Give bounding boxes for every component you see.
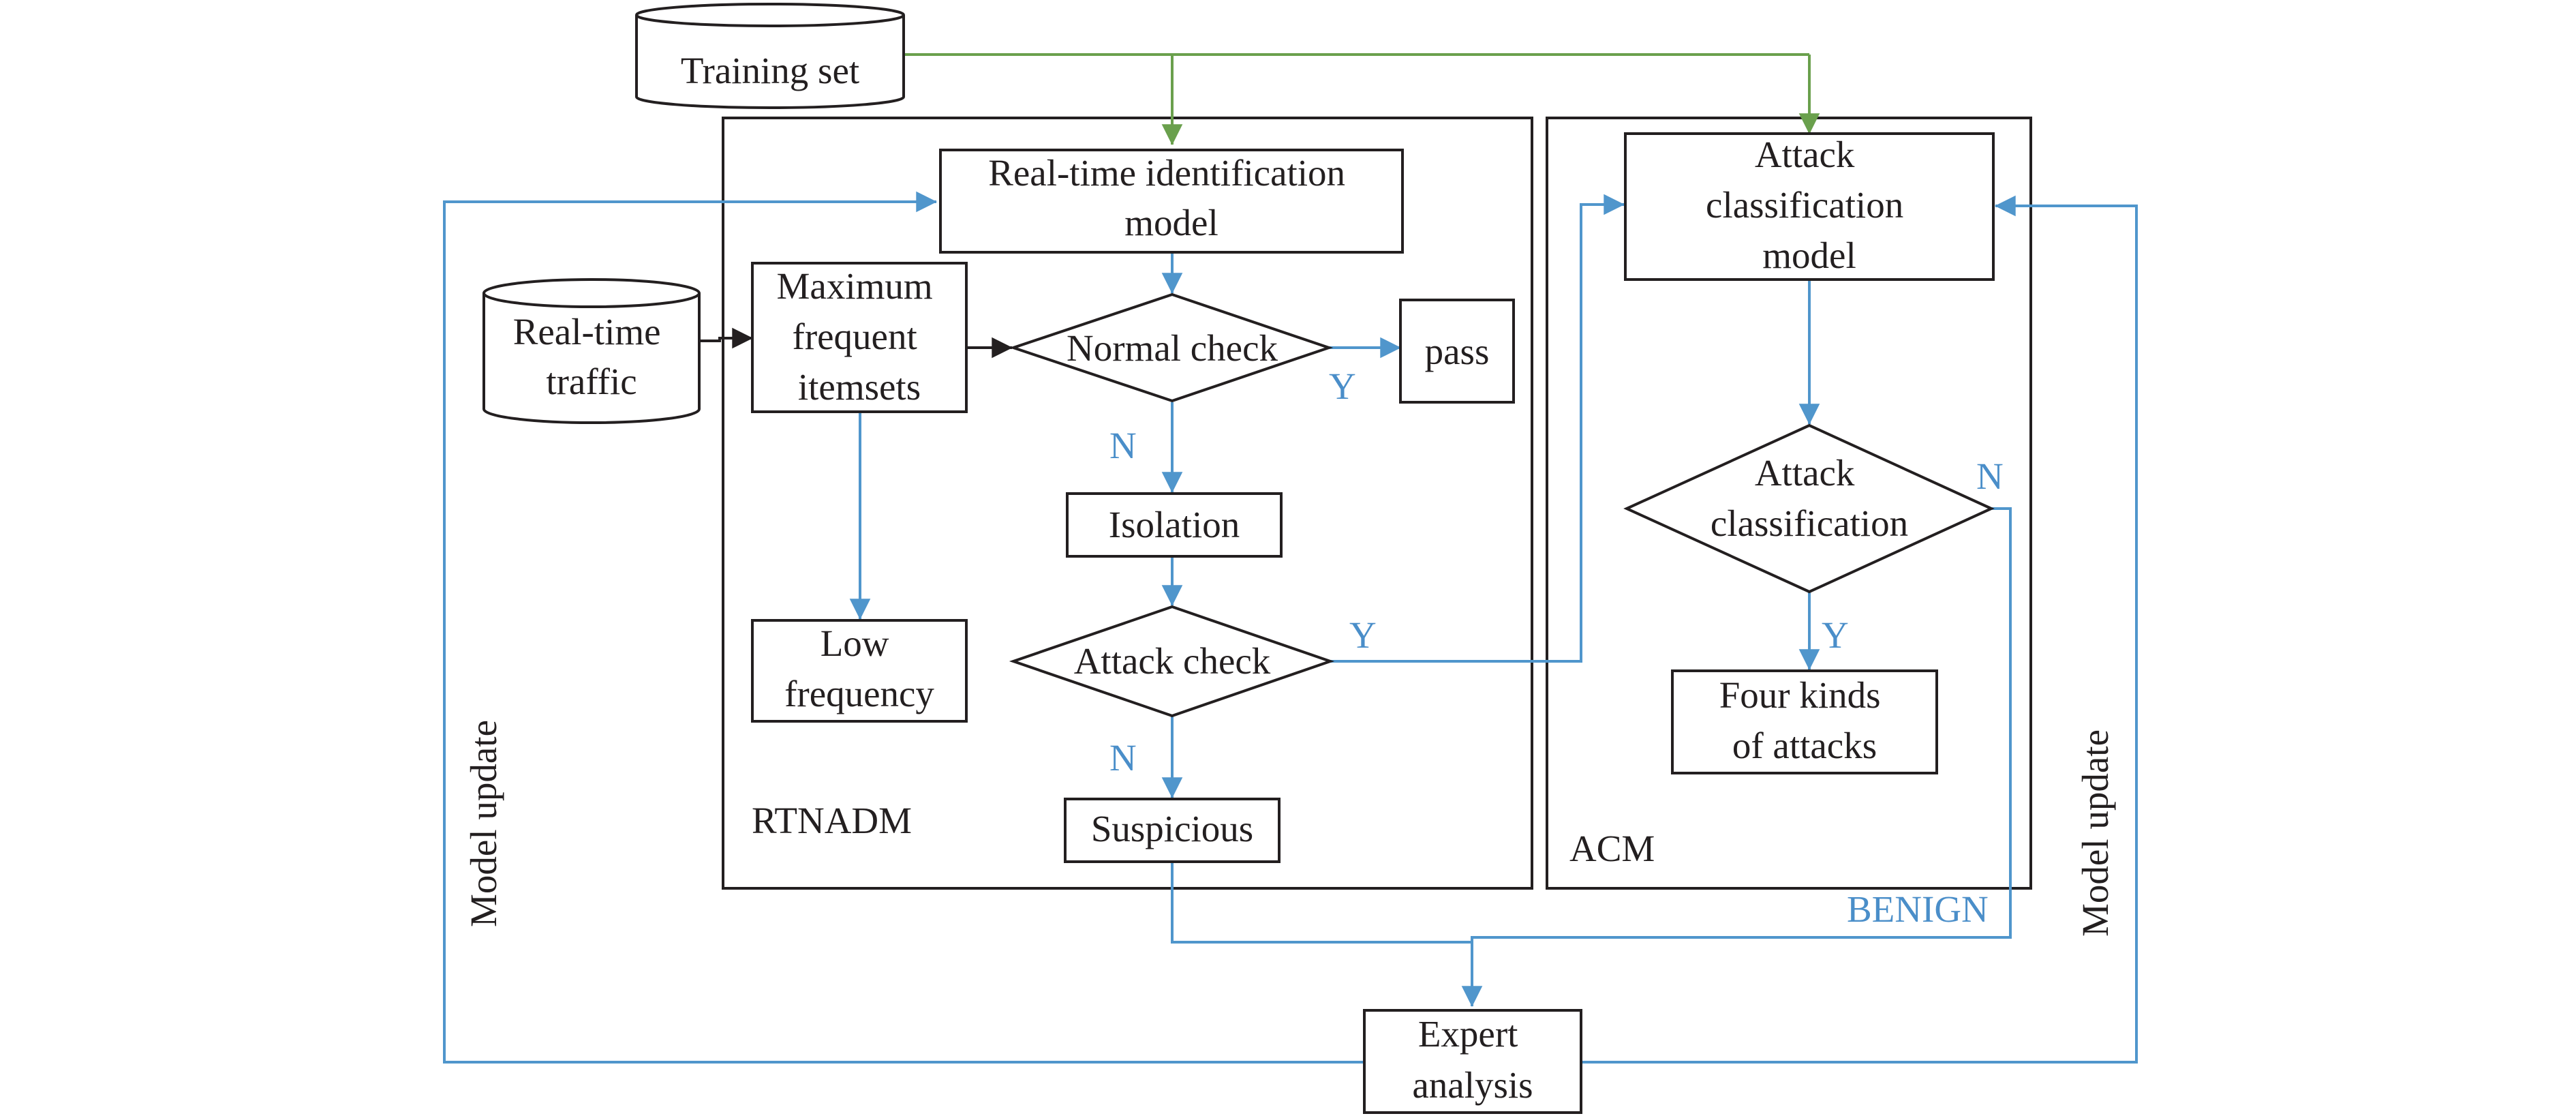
- svg-text:Maximum frequent i: Maximum frequent itemsets: [777, 265, 942, 408]
- benign-label: BENIGN: [1847, 888, 1989, 930]
- svg-text:Expert analysis: Expert analysis: [1412, 1013, 1533, 1106]
- normal-check-yes-label: Y: [1329, 365, 1356, 407]
- svg-text:Attack classification: Attack classification model: [1706, 134, 1913, 276]
- normal-check-no-label: N: [1109, 425, 1137, 466]
- svg-text:Low frequency: Low frequency: [784, 622, 934, 714]
- model-update-right-loop: [1581, 195, 2138, 1064]
- classification-yes-label: Y: [1822, 614, 1849, 656]
- model-update-left-label: Model update: [463, 720, 504, 927]
- attack-check-to-classification-model-arrow: [1329, 194, 1625, 663]
- attack-classification-decision: Attack classification: [1623, 423, 1995, 594]
- svg-text:pass: pass: [1425, 331, 1490, 372]
- svg-text:Isolation: Isolation: [1109, 504, 1240, 545]
- model-update-right-label: Model update: [2074, 729, 2116, 937]
- expert-analysis-box: Expert analysis: [1363, 1009, 1582, 1114]
- attack-classification-model-box: Attack classification model: [1624, 132, 1995, 281]
- model-update-left-loop: [443, 191, 1363, 1064]
- rtnadm-label: RTNADM: [752, 800, 912, 841]
- training-set-database: Training set: [635, 3, 905, 109]
- acm-module-frame: [1546, 117, 2032, 890]
- traffic-to-itemsets-arrow: [700, 327, 753, 349]
- acm-label: ACM: [1569, 828, 1655, 869]
- normal-check-decision: Normal check: [1009, 292, 1334, 403]
- isolation-box: Isolation: [1066, 492, 1283, 558]
- rtnadm-module-frame: [722, 117, 1533, 890]
- classification-no-label: N: [1976, 455, 2004, 497]
- benign-to-expert-analysis-arrow: [1461, 507, 2012, 1007]
- suspicious-to-expert-analysis-arrow: [1171, 860, 1472, 944]
- low-frequency-box: Low frequency: [751, 619, 968, 723]
- realtime-identification-model-box: Real-time identification model: [939, 149, 1404, 254]
- pass-box: pass: [1399, 299, 1515, 404]
- maximum-frequent-itemsets-box: Maximum frequent itemsets: [751, 262, 968, 413]
- training-set-label: Training set: [681, 50, 859, 91]
- attack-check-yes-label: Y: [1349, 614, 1377, 656]
- four-kinds-of-attacks-box: Four kinds of attacks: [1671, 669, 1938, 774]
- svg-text:Real-time identification: Real-time identification model: [988, 152, 1355, 243]
- svg-text:Attack classification: Attack classification: [1711, 452, 1908, 544]
- realtime-traffic-label: Real-time traffic: [513, 311, 671, 402]
- svg-text:Attack check: Attack check: [1074, 640, 1271, 682]
- svg-text:Normal check: Normal check: [1067, 327, 1278, 369]
- suspicious-box: Suspicious: [1064, 798, 1281, 863]
- attack-check-decision: Attack check: [1009, 605, 1335, 718]
- attack-check-no-label: N: [1109, 737, 1137, 779]
- svg-text:Suspicious: Suspicious: [1091, 808, 1253, 849]
- svg-text:Four kinds of attacks: Four kinds of attacks: [1719, 674, 1890, 766]
- realtime-traffic-database: Real-time traffic: [482, 278, 701, 424]
